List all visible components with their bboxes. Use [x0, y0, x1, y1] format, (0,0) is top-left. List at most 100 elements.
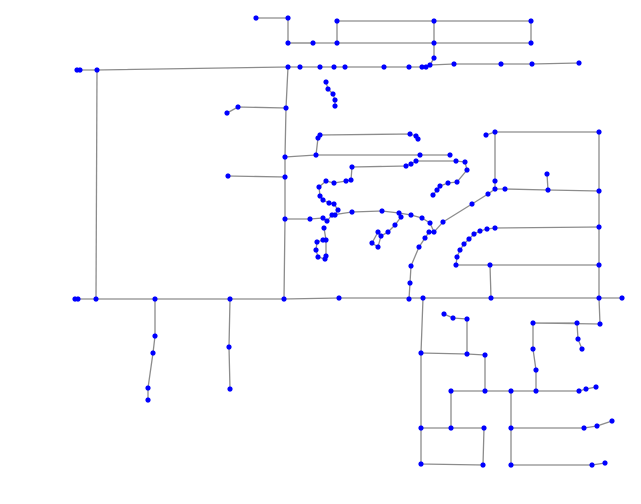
graph-node [94, 67, 100, 73]
graph-node [77, 67, 83, 73]
graph-node [283, 105, 289, 111]
edge-path-7 [95, 69, 98, 300]
graph-node [385, 229, 391, 235]
graph-node [448, 388, 454, 394]
graph-node [596, 188, 602, 194]
graph-node [576, 388, 582, 394]
graph-node [227, 386, 233, 392]
graph-node [596, 295, 602, 301]
graph-node [281, 296, 287, 302]
graph-node [418, 350, 424, 356]
edge-path-12 [284, 154, 450, 158]
graph-node [431, 18, 437, 24]
edge-path-36 [532, 322, 583, 391]
edge-path-15 [285, 188, 600, 233]
graph-node [348, 177, 354, 183]
graph-node [408, 161, 414, 167]
graph-node [471, 231, 477, 237]
graph-node [481, 425, 487, 431]
graph-node [343, 178, 349, 184]
edge-path-31 [443, 313, 468, 354]
graph-node [453, 158, 459, 164]
graph-node [589, 462, 595, 468]
graph-node [431, 229, 437, 235]
graph-node [331, 180, 337, 186]
graph-node [482, 352, 488, 358]
graph-node [342, 64, 348, 70]
graph-node [485, 191, 491, 197]
graph-node [227, 296, 233, 302]
edge-path-4 [429, 21, 435, 66]
graph-node [477, 228, 483, 234]
graph-node [150, 350, 156, 356]
graph-node [596, 262, 602, 268]
graph-node [313, 247, 319, 253]
graph-node [75, 296, 81, 302]
graph-node [408, 212, 414, 218]
graph-node [369, 240, 375, 246]
graph-node [416, 244, 422, 250]
edge-path-9 [283, 66, 289, 300]
graph-node [545, 187, 551, 193]
edge-path-6 [77, 62, 580, 71]
graph-node [434, 187, 440, 193]
graph-node [403, 163, 409, 169]
graph-node [454, 179, 460, 185]
graph-node [375, 244, 381, 250]
graph-node [423, 64, 429, 70]
graph-node [597, 321, 603, 327]
graph-node [297, 64, 303, 70]
graph-node [593, 384, 599, 390]
graph-node [396, 210, 402, 216]
graph-node [415, 136, 421, 142]
graph-node [427, 220, 433, 226]
edge-layer [75, 17, 622, 466]
graph-node [492, 178, 498, 184]
graph-node [335, 207, 341, 213]
graph-node [320, 237, 326, 243]
graph-node [488, 295, 494, 301]
graph-node [336, 295, 342, 301]
graph-node [431, 40, 437, 46]
graph-node [379, 208, 385, 214]
graph-node [464, 316, 470, 322]
graph-node [282, 174, 288, 180]
graph-node [407, 131, 413, 137]
graph-node [451, 61, 457, 67]
edge-path-30 [420, 352, 597, 392]
graph-node [145, 385, 151, 391]
graph-node [378, 233, 384, 239]
edge-path-29 [420, 297, 484, 466]
graph-node [454, 254, 460, 260]
graph-node [398, 214, 404, 220]
graph-node [320, 197, 326, 203]
graph-node [530, 320, 536, 326]
graph-node [334, 18, 340, 24]
graph-node [528, 18, 534, 24]
graph-node [331, 64, 337, 70]
graph-node [440, 219, 446, 225]
graph-node [464, 351, 470, 357]
edge-path-19 [546, 173, 549, 191]
graph-node [596, 129, 602, 135]
graph-node [152, 333, 158, 339]
graph-node [430, 192, 436, 198]
graph-node [375, 229, 381, 235]
graph-node [322, 256, 328, 262]
graph-node [462, 159, 468, 165]
edge-path-37 [532, 297, 601, 325]
graph-node [334, 40, 340, 46]
graph-node [576, 60, 582, 66]
graph-node [408, 263, 414, 269]
graph-node [461, 241, 467, 247]
graph-node [482, 388, 488, 394]
graph-node [457, 247, 463, 253]
graph-node [406, 64, 412, 70]
graph-node [427, 62, 433, 68]
graph-node [431, 55, 437, 61]
graph-node [594, 423, 600, 429]
graph-node [282, 216, 288, 222]
graph-node [508, 425, 514, 431]
edge-path-32 [421, 390, 485, 429]
